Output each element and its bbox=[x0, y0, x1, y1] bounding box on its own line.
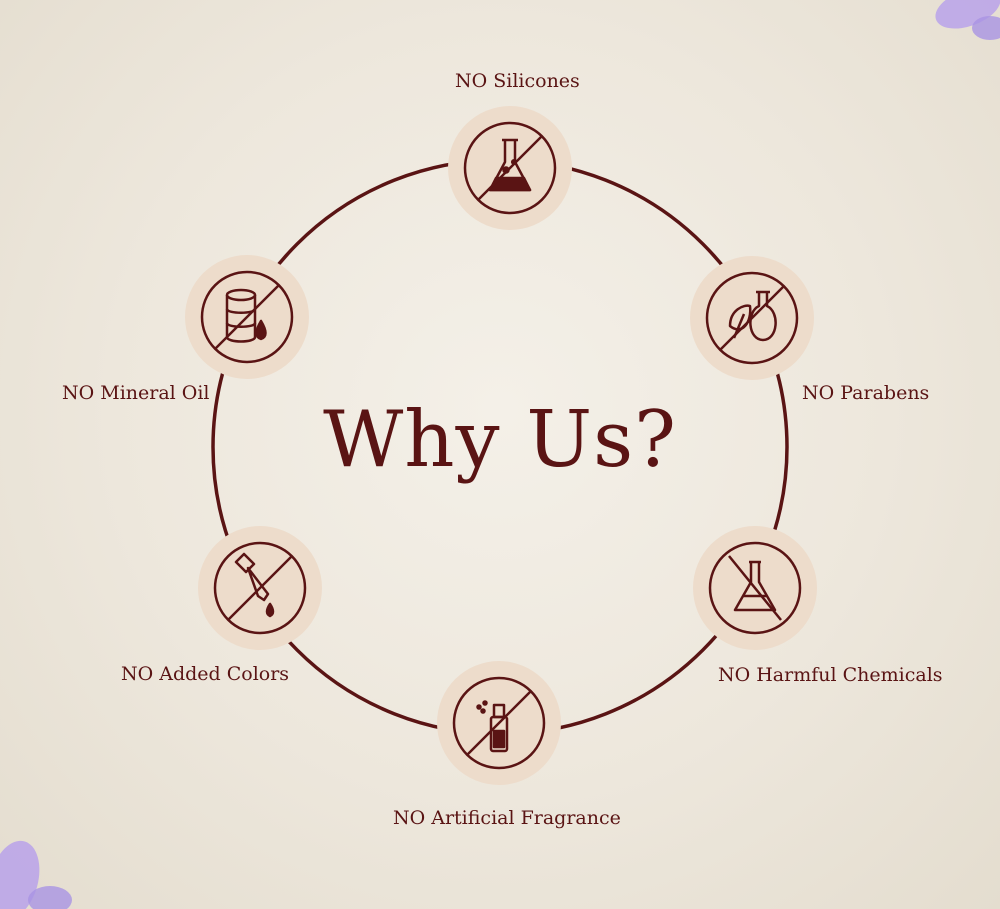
spray-bottle-icon bbox=[476, 700, 509, 753]
oil-barrel-icon bbox=[225, 288, 267, 343]
no-symbol-circle bbox=[708, 541, 802, 635]
leaf-bottle-icon bbox=[728, 290, 777, 342]
label-no-artificial-fragrance: NO Artificial Fragrance bbox=[393, 807, 621, 829]
item-artificial-fragrance bbox=[437, 661, 561, 785]
diagram-title: Why Us? bbox=[323, 395, 677, 485]
item-mineral-oil bbox=[185, 255, 309, 379]
label-no-silicones: NO Silicones bbox=[455, 70, 580, 92]
item-harmful-chemicals bbox=[693, 526, 817, 650]
petal-decoration-top-right bbox=[935, 0, 1000, 40]
item-parabens bbox=[690, 256, 814, 380]
item-silicones bbox=[448, 106, 572, 230]
no-symbol-circle bbox=[213, 541, 307, 635]
dropper-icon bbox=[234, 552, 275, 618]
label-no-mineral-oil: NO Mineral Oil bbox=[62, 382, 210, 404]
petal-decoration-bottom-left bbox=[0, 840, 72, 909]
label-no-added-colors: NO Added Colors bbox=[121, 663, 290, 685]
label-no-harmful-chemicals: NO Harmful Chemicals bbox=[718, 664, 943, 686]
no-symbol-circle bbox=[200, 270, 294, 364]
no-symbol-circle bbox=[463, 121, 557, 215]
no-symbol-circle bbox=[705, 271, 799, 365]
no-symbol-circle bbox=[452, 676, 546, 770]
label-no-parabens: NO Parabens bbox=[802, 382, 930, 404]
item-added-colors bbox=[198, 526, 322, 650]
